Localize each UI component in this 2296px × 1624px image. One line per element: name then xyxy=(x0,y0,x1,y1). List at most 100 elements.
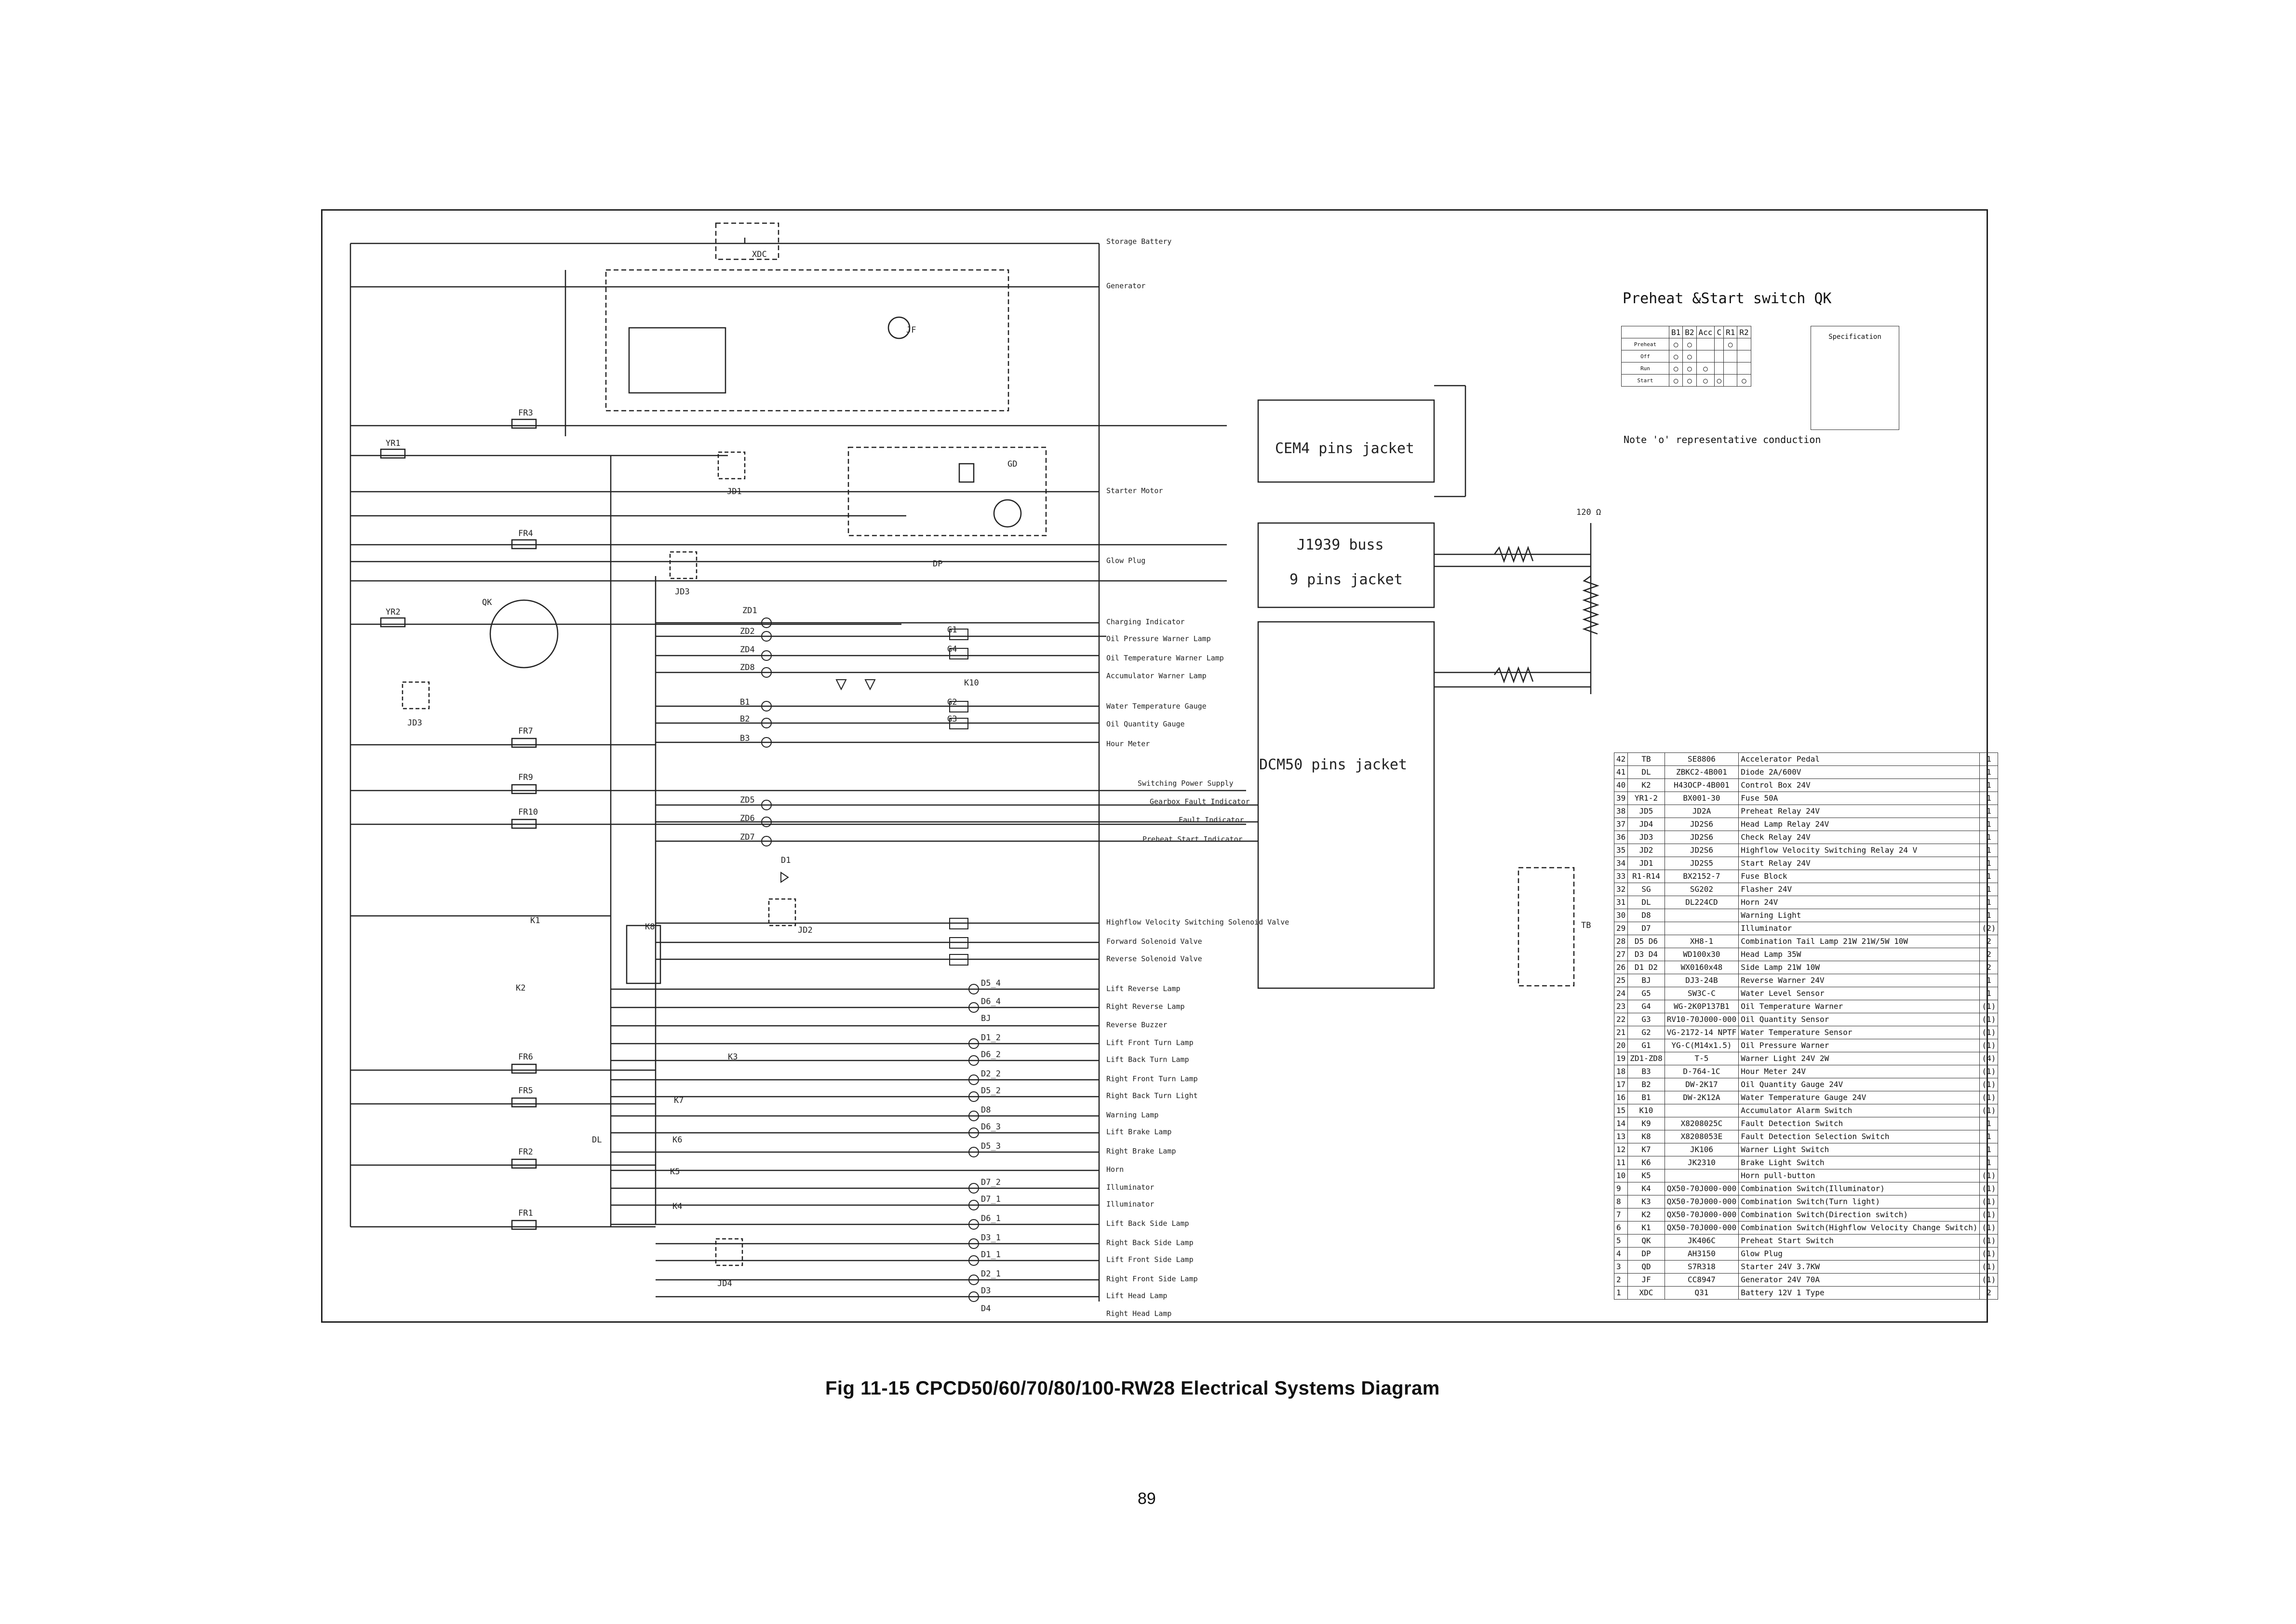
designator: D4 xyxy=(981,1304,991,1314)
parts-cell-n: 22 xyxy=(1613,1013,1628,1026)
parts-cell-qty: 1 xyxy=(1979,765,1999,779)
right-label: Reverse Buzzer xyxy=(1106,1020,1167,1029)
parts-cell-qty: 1 xyxy=(1979,974,1999,987)
parts-cell-qty: (1) xyxy=(1979,1078,1999,1091)
designator: ZD7 xyxy=(740,832,755,842)
parts-cell-model: JK106 xyxy=(1664,1143,1739,1156)
parts-cell-desc: Accelerator Pedal xyxy=(1738,752,1980,766)
parts-cell-model xyxy=(1664,922,1739,935)
parts-cell-desc: Water Temperature Sensor xyxy=(1738,1026,1980,1039)
parts-cell-code: K4 xyxy=(1627,1182,1665,1195)
parts-cell-desc: Fault Detection Selection Switch xyxy=(1738,1130,1980,1143)
parts-cell-model: D-764-1C xyxy=(1664,1065,1739,1078)
designator: JD3 xyxy=(407,718,422,728)
designator: ZD8 xyxy=(740,663,755,672)
parts-cell-code: DP xyxy=(1627,1247,1665,1261)
parts-cell-desc: Starter 24V 3.7KW xyxy=(1738,1260,1980,1274)
parts-cell-n: 24 xyxy=(1613,987,1628,1000)
parts-cell-model: SE8806 xyxy=(1664,752,1739,766)
parts-cell-model: AH3150 xyxy=(1664,1247,1739,1261)
parts-cell-n: 17 xyxy=(1613,1078,1628,1091)
parts-cell-model: DJ3-24B xyxy=(1664,974,1739,987)
parts-cell-code: K3 xyxy=(1627,1195,1665,1208)
right-label: Accumulator Warner Lamp xyxy=(1106,671,1207,680)
figure-caption: Fig 11-15 CPCD50/60/70/80/100-RW28 Elect… xyxy=(825,1378,1440,1399)
parts-cell-qty: (1) xyxy=(1979,1208,1999,1221)
designator: DL xyxy=(592,1135,602,1145)
parts-cell-code: JD5 xyxy=(1627,805,1665,818)
right-label: Water Temperature Gauge xyxy=(1106,702,1207,711)
parts-cell-qty: 1 xyxy=(1979,805,1999,818)
designator: DP xyxy=(933,559,942,569)
right-label: Right Back Side Lamp xyxy=(1106,1238,1194,1247)
parts-cell-code: K1 xyxy=(1627,1221,1665,1235)
designator: JD2 xyxy=(798,926,813,935)
parts-cell-qty: 1 xyxy=(1979,844,1999,857)
parts-cell-n: 8 xyxy=(1613,1195,1628,1208)
qk-spec-box: Specification xyxy=(1811,326,1899,430)
designator: ZD1 xyxy=(742,606,757,616)
parts-cell-model: QX50-70J000-000 xyxy=(1664,1182,1739,1195)
right-label: Forward Solenoid Valve xyxy=(1106,937,1202,946)
designator: D6_2 xyxy=(981,1050,1001,1060)
designator: ZD4 xyxy=(740,645,755,655)
qk-title: Preheat &Start switch QK xyxy=(1623,290,1832,307)
designator: D5_4 xyxy=(981,979,1001,988)
parts-cell-qty: (1) xyxy=(1979,1000,1999,1013)
designator: D3_1 xyxy=(981,1233,1001,1243)
parts-cell-model: JK406C xyxy=(1664,1234,1739,1248)
parts-cell-model: BX2152-7 xyxy=(1664,870,1739,883)
parts-cell-code: BJ xyxy=(1627,974,1665,987)
parts-cell-n: 7 xyxy=(1613,1208,1628,1221)
parts-cell-n: 37 xyxy=(1613,818,1628,831)
designator: G1 xyxy=(947,625,957,635)
designator: JF xyxy=(906,325,916,335)
parts-cell-qty: (1) xyxy=(1979,1195,1999,1208)
designator: JD1 xyxy=(727,487,742,497)
parts-cell-model: SW3C-C xyxy=(1664,987,1739,1000)
parts-cell-model: CC8947 xyxy=(1664,1273,1739,1287)
parts-cell-n: 12 xyxy=(1613,1143,1628,1156)
parts-cell-n: 42 xyxy=(1613,752,1628,766)
designator-group: XDC FR3 YR1 JD1 FR4 JD3 YR2 QK JD3 FR7 F… xyxy=(386,250,1591,1314)
parts-cell-n: 38 xyxy=(1613,805,1628,818)
parts-cell-desc: Water Level Sensor xyxy=(1738,987,1980,1000)
cem4-label: CEM4 pins jacket xyxy=(1275,440,1414,457)
parts-cell-qty: 1 xyxy=(1979,896,1999,909)
parts-cell-code: D1 D2 xyxy=(1627,961,1665,974)
parts-cell-model: X8208053E xyxy=(1664,1130,1739,1143)
parts-cell-qty: 2 xyxy=(1979,961,1999,974)
designator: K10 xyxy=(964,678,979,688)
parts-cell-n: 19 xyxy=(1613,1052,1628,1065)
designator: K4 xyxy=(672,1202,682,1211)
parts-cell-desc: Oil Pressure Warner xyxy=(1738,1039,1980,1052)
parts-cell-model: BX001-30 xyxy=(1664,792,1739,805)
right-label: Horn xyxy=(1106,1165,1124,1174)
designator: D6_4 xyxy=(981,997,1001,1007)
parts-cell-n: 40 xyxy=(1613,778,1628,792)
right-label: Highflow Velocity Switching Solenoid Val… xyxy=(1106,918,1289,926)
parts-cell-code: SG xyxy=(1627,883,1665,896)
right-label: Charging Indicator xyxy=(1106,617,1185,626)
parts-cell-desc: Control Box 24V xyxy=(1738,778,1980,792)
parts-cell-n: 31 xyxy=(1613,896,1628,909)
parts-cell-qty: 1 xyxy=(1979,752,1999,766)
parts-cell-code: ZD1-ZD8 xyxy=(1627,1052,1665,1065)
designator: D8 xyxy=(981,1105,991,1115)
designator: D1_2 xyxy=(981,1033,1001,1043)
parts-cell-qty: 1 xyxy=(1979,818,1999,831)
qk-row: Start xyxy=(1621,374,1669,387)
designator: B3 xyxy=(740,734,750,743)
